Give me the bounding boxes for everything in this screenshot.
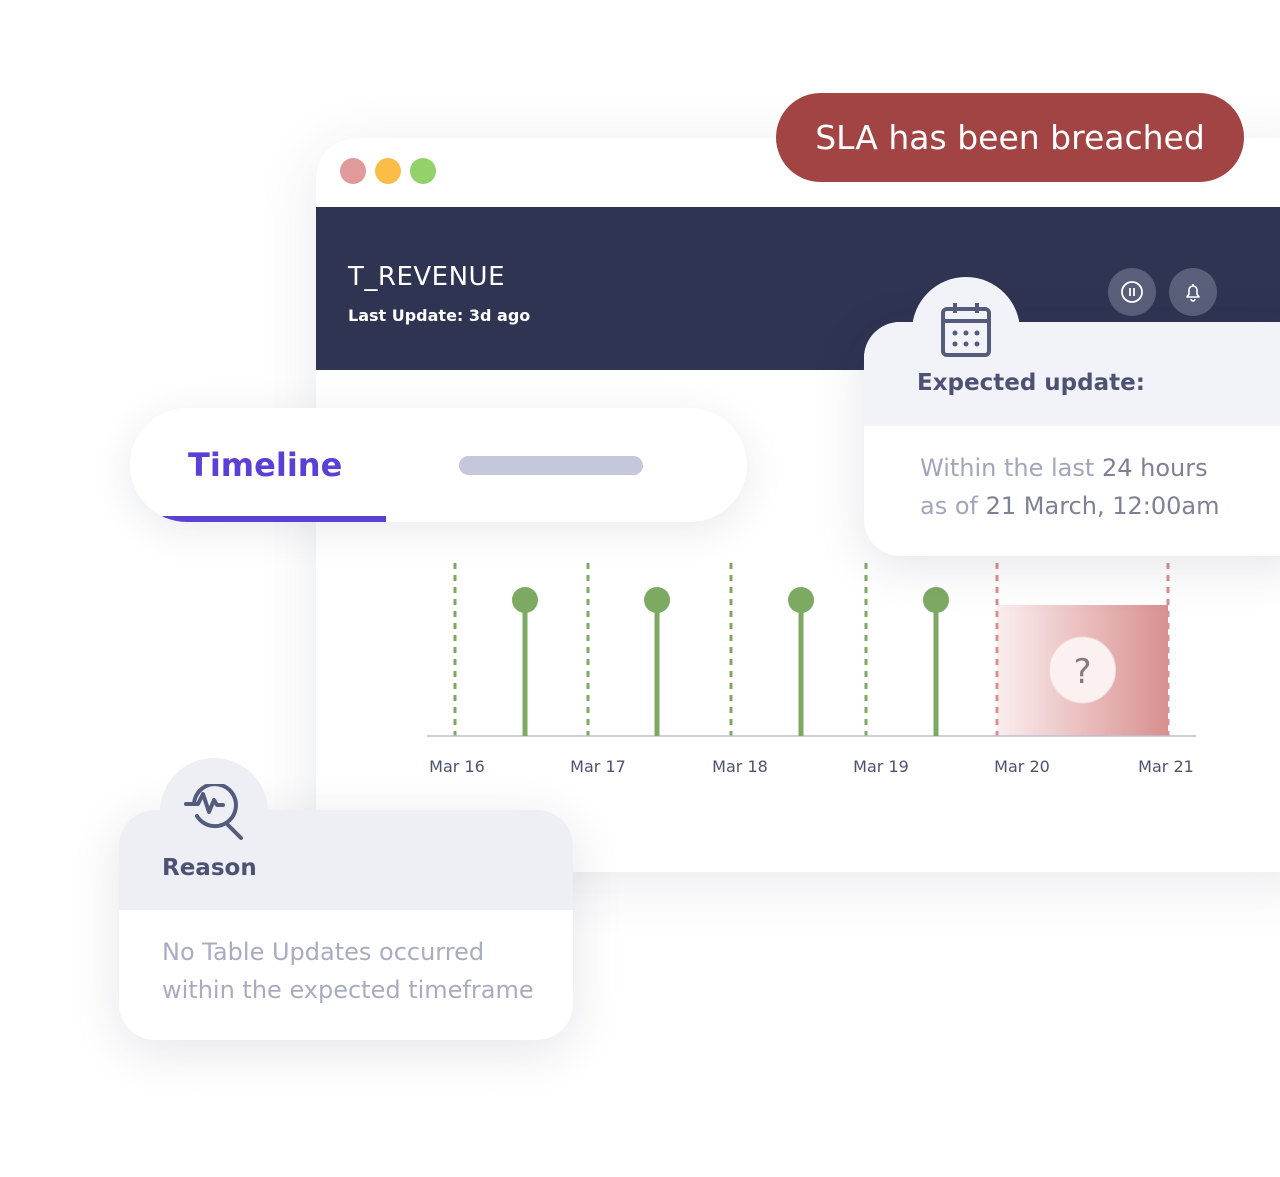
sla-breach-alert: SLA has been breached xyxy=(776,93,1244,182)
calendar-icon xyxy=(941,303,991,357)
tab-bar: Timeline xyxy=(130,408,747,522)
x-tick-label: Mar 17 xyxy=(570,757,626,776)
expected-update-title: Expected update: xyxy=(917,370,1145,396)
table-title: T_REVENUE xyxy=(348,262,505,292)
text-emphasis: 21 March, 12:00am xyxy=(985,492,1220,520)
update-marker xyxy=(512,587,538,613)
search-pulse-icon xyxy=(184,784,243,840)
question-mark: ? xyxy=(1073,652,1091,692)
text: No Table Updates occurred xyxy=(162,938,485,966)
unknown-update-marker xyxy=(1049,636,1116,704)
x-tick-label: Mar 18 xyxy=(712,757,768,776)
text: within the expected timeframe xyxy=(162,976,534,1004)
reason-title: Reason xyxy=(162,855,257,881)
tab-placeholder[interactable] xyxy=(459,456,643,475)
update-marker xyxy=(644,587,670,613)
update-marker xyxy=(788,587,814,613)
x-tick-label: Mar 19 xyxy=(853,757,909,776)
window-minimize-dot[interactable] xyxy=(375,158,401,184)
active-tab-underline xyxy=(130,516,386,522)
last-update: Last Update: 3d ago xyxy=(348,306,531,325)
reason-text: No Table Updates occurred within the exp… xyxy=(162,933,534,1009)
x-tick-label: Mar 16 xyxy=(429,757,485,776)
pause-icon xyxy=(1121,281,1143,303)
x-tick-label: Mar 20 xyxy=(994,757,1050,776)
expected-update-text: Within the last 24 hours as of 21 March,… xyxy=(920,449,1219,525)
x-tick-label: Mar 21 xyxy=(1138,757,1194,776)
text: as of xyxy=(920,492,986,520)
text-emphasis: 24 hours xyxy=(1101,454,1208,482)
pause-button[interactable] xyxy=(1108,268,1156,316)
update-marker xyxy=(923,587,949,613)
window-close-dot[interactable] xyxy=(340,158,366,184)
bell-icon xyxy=(1186,284,1200,302)
text: Within the last xyxy=(920,454,1102,482)
notifications-button[interactable] xyxy=(1169,268,1217,316)
tab-timeline[interactable]: Timeline xyxy=(188,446,343,484)
window-maximize-dot[interactable] xyxy=(410,158,436,184)
